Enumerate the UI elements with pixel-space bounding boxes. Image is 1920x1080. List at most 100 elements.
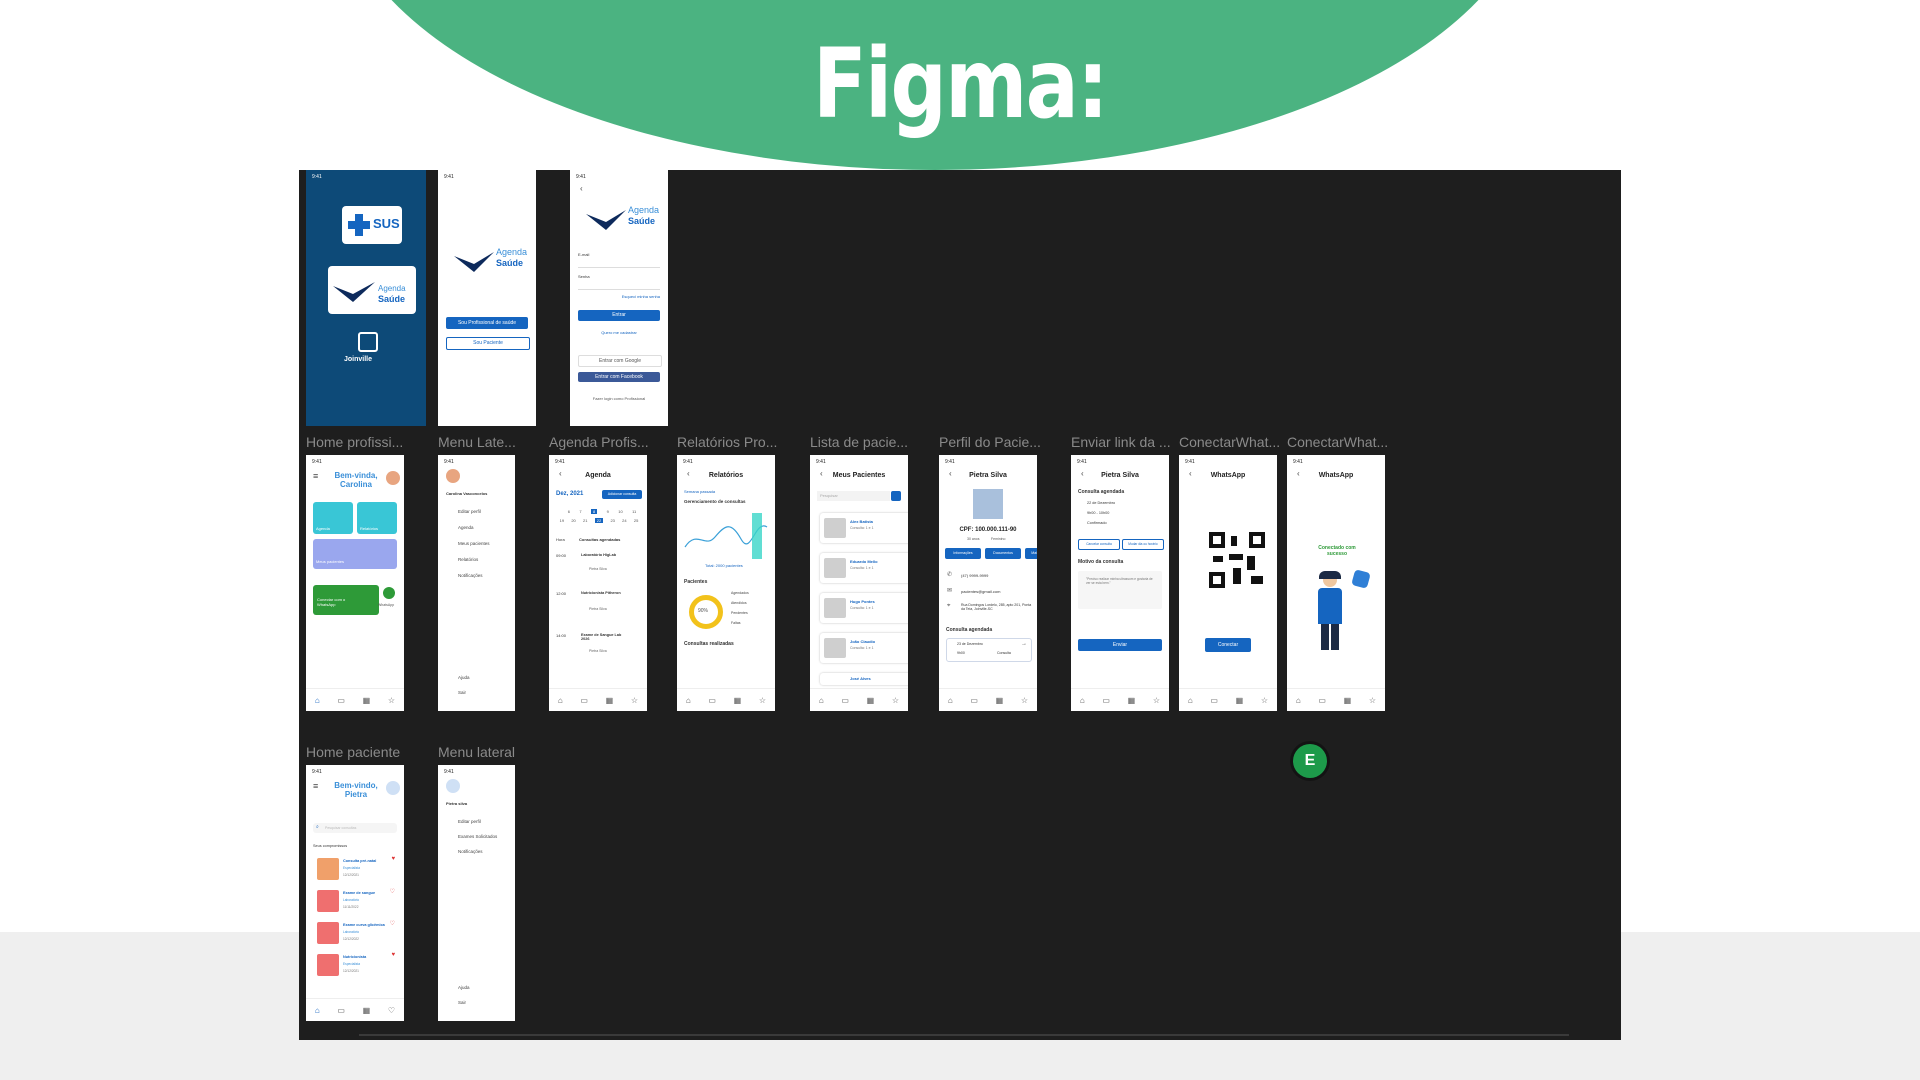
back-icon[interactable]: ‹ xyxy=(1081,469,1084,478)
star-icon[interactable]: ☆ xyxy=(758,695,767,705)
calendar-icon[interactable]: ▦ xyxy=(605,695,614,705)
home-icon[interactable]: ⌂ xyxy=(1079,695,1085,705)
frame-whatsapp-success[interactable]: 9:41 ‹ WhatsApp Conectado com sucesso ⌂▭… xyxy=(1287,455,1385,711)
search-input[interactable]: Pesquisar xyxy=(817,491,890,501)
agenda-item[interactable]: Nutricionista Pitheron xyxy=(581,591,621,595)
calendar-icon[interactable]: ▦ xyxy=(733,695,742,705)
calendar-icon[interactable]: ▦ xyxy=(866,695,875,705)
day[interactable]: 24 xyxy=(622,518,627,523)
password-field[interactable] xyxy=(578,281,660,290)
add-patient-button[interactable] xyxy=(891,491,901,501)
day[interactable]: 10 xyxy=(618,509,623,514)
tile-agenda[interactable]: Agenda xyxy=(313,502,353,534)
month-selector[interactable]: Dez, 2021 xyxy=(556,491,584,497)
frame-reports[interactable]: 9:41 ‹ Relatórios Semana passada Gerenci… xyxy=(677,455,775,711)
frame-home-patient[interactable]: 9:41 ≡ Bem-vindo, Pietra ⌕ Pesquisar con… xyxy=(306,765,404,1021)
forgot-password-link[interactable]: Esqueci minha senha xyxy=(621,294,660,299)
star-icon[interactable]: ☆ xyxy=(1152,695,1161,705)
home-icon[interactable]: ⌂ xyxy=(947,695,953,705)
star-icon[interactable]: ☆ xyxy=(630,695,639,705)
messages-icon[interactable]: ▭ xyxy=(708,695,716,705)
menu-reports[interactable]: Relatórios xyxy=(458,557,479,562)
agenda-item[interactable]: Exame de Sangue Lab 2026 xyxy=(581,633,622,641)
collaborator-avatar[interactable]: E xyxy=(1293,744,1327,778)
day[interactable]: 23 xyxy=(610,518,615,523)
connect-button[interactable]: Conectar xyxy=(1205,638,1251,652)
menu-help[interactable]: Ajuda xyxy=(458,675,470,680)
reason-box[interactable]: "Preciso realizar minha ultrassom e gost… xyxy=(1078,571,1162,609)
frame-menu-professional[interactable]: 9:41 Carolina Vasconcelos Editar perfil … xyxy=(438,455,515,711)
frame-menu-patient[interactable]: 9:41 Pietra silva Editar perfil Exames S… xyxy=(438,765,515,1021)
star-icon[interactable]: ☆ xyxy=(1368,695,1377,705)
calendar-icon[interactable]: ▦ xyxy=(362,695,371,705)
menu-logout[interactable]: Sair xyxy=(458,1000,467,1005)
appointment-row[interactable]: Consulta pré-natal Especialista 12/12/20… xyxy=(313,853,399,885)
figma-canvas[interactable]: 9:41 SUS Agenda Saúde Joinville 9:41 Age… xyxy=(299,170,1621,1040)
menu-exams[interactable]: Exames Solicitados xyxy=(458,834,498,839)
tab-info[interactable]: Informações xyxy=(945,548,981,559)
home-icon[interactable]: ⌂ xyxy=(1295,695,1301,705)
reschedule-button[interactable]: Mudar dia ou horário xyxy=(1122,539,1164,550)
day[interactable]: 8 xyxy=(590,509,598,514)
avatar[interactable] xyxy=(386,471,400,485)
menu-edit-profile[interactable]: Editar perfil xyxy=(458,509,481,514)
whatsapp-card[interactable]: Conectar com o WhatsApp xyxy=(313,585,379,615)
home-icon[interactable]: ⌂ xyxy=(818,695,824,705)
add-appointment-button[interactable]: Adicionar consulta xyxy=(602,490,642,499)
home-icon[interactable]: ⌂ xyxy=(314,1005,320,1015)
tab-documents[interactable]: Documentos xyxy=(985,548,1021,559)
day[interactable]: 6 xyxy=(567,509,570,514)
heart-outline-icon[interactable]: ♡ xyxy=(389,921,395,927)
messages-icon[interactable]: ▭ xyxy=(1210,695,1218,705)
appointment-card[interactable]: 23 de Dezembro 9h00 Consulta → xyxy=(946,638,1032,662)
back-icon[interactable]: ‹ xyxy=(949,469,952,478)
messages-icon[interactable]: ▭ xyxy=(580,695,588,705)
appointment-row[interactable]: Nutricionista Especialista 12/12/2021 ♥ xyxy=(313,949,399,981)
menu-logout[interactable]: Sair xyxy=(458,690,467,695)
google-button[interactable]: Entrar com Google xyxy=(578,355,662,367)
frame-login[interactable]: 9:41 ‹ Agenda Saúde E-mail Senha Esqueci… xyxy=(570,170,668,426)
heart-icon[interactable]: ♥ xyxy=(391,952,395,958)
menu-icon[interactable]: ≡ xyxy=(313,471,319,481)
menu-icon[interactable]: ≡ xyxy=(313,781,319,791)
star-icon[interactable]: ☆ xyxy=(891,695,900,705)
frame-home-professional[interactable]: 9:41 ≡ Bem-vinda, Carolina Agenda Relató… xyxy=(306,455,404,711)
facebook-button[interactable]: Entrar com Facebook xyxy=(578,372,660,382)
frame-splash[interactable]: 9:41 SUS Agenda Saúde Joinville xyxy=(306,170,426,426)
heart-outline-icon[interactable]: ♡ xyxy=(387,1005,396,1015)
send-button[interactable]: Enviar xyxy=(1078,639,1162,651)
menu-help[interactable]: Ajuda xyxy=(458,985,470,990)
home-icon[interactable]: ⌂ xyxy=(685,695,691,705)
patient-row[interactable]: José Alves xyxy=(820,673,908,685)
frame-send-link[interactable]: 9:41 ‹ Pietra Silva Consulta agendada 22… xyxy=(1071,455,1169,711)
day[interactable]: 21 xyxy=(583,518,588,523)
menu-notifications[interactable]: Notificações xyxy=(458,849,483,854)
back-icon[interactable]: ‹ xyxy=(820,469,823,478)
star-icon[interactable]: ☆ xyxy=(387,695,396,705)
day[interactable]: 25 xyxy=(633,518,639,523)
star-icon[interactable]: ☆ xyxy=(1020,695,1029,705)
agenda-item[interactable]: Laboratório HigLab xyxy=(581,553,617,557)
professional-login-link[interactable]: Fazer login como Profissional xyxy=(592,396,646,401)
messages-icon[interactable]: ▭ xyxy=(337,1005,345,1015)
frame-whatsapp-connect[interactable]: 9:41 ‹ WhatsApp Conectar ⌂▭▦☆ xyxy=(1179,455,1277,711)
back-icon[interactable]: ‹ xyxy=(559,469,562,478)
menu-edit-profile[interactable]: Editar perfil xyxy=(458,819,481,824)
email-field[interactable] xyxy=(578,259,660,268)
back-icon[interactable]: ‹ xyxy=(1297,469,1300,478)
signup-link[interactable]: Quero me cadastrar xyxy=(601,330,637,335)
messages-icon[interactable]: ▭ xyxy=(841,695,849,705)
frame-patient-profile[interactable]: 9:41 ‹ Pietra Silva CPF: 100.000.111-90 … xyxy=(939,455,1037,711)
menu-notifications[interactable]: Notificações xyxy=(458,573,483,578)
cancel-appointment-button[interactable]: Cancelar consulta xyxy=(1078,539,1120,550)
period-selector[interactable]: Semana passada xyxy=(684,489,716,494)
calendar-icon[interactable]: ▦ xyxy=(362,1005,371,1015)
heart-icon[interactable]: ♥ xyxy=(391,856,395,862)
calendar-icon[interactable]: ▦ xyxy=(1235,695,1244,705)
canvas-scrollbar[interactable] xyxy=(359,1034,1569,1036)
login-button[interactable]: Entrar xyxy=(578,310,660,321)
messages-icon[interactable]: ▭ xyxy=(337,695,345,705)
